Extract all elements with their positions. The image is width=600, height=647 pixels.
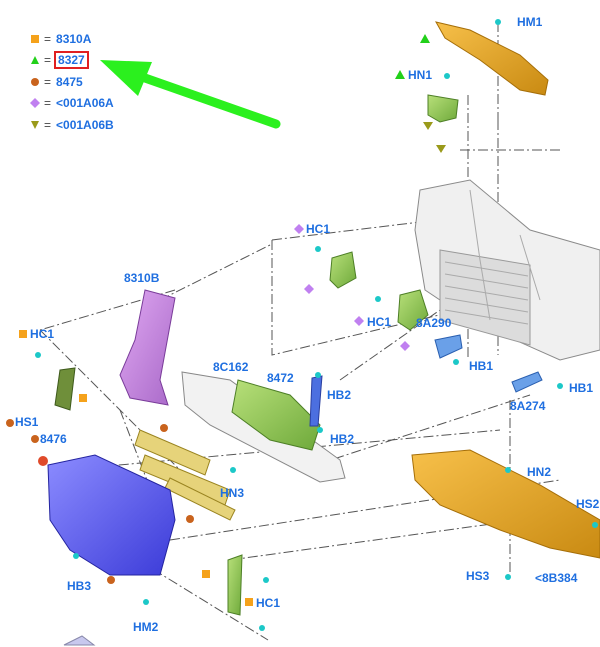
clip-markers <box>35 19 598 631</box>
label-hs2: HS2 <box>576 497 600 511</box>
grille-panels <box>134 429 236 521</box>
label-hn1: HN1 <box>408 68 432 82</box>
label-8472: 8472 <box>267 371 294 385</box>
label-hc1-bot: HC1 <box>256 596 280 610</box>
label-hc1-left: HC1 <box>30 327 54 341</box>
legend-label: 8310A <box>56 31 92 46</box>
upper-deflector <box>435 21 549 96</box>
left-bracket <box>54 367 76 411</box>
highlighted-part-code[interactable]: 8327 <box>54 51 89 70</box>
callout-labels: HM1 HN1 HC1 HC1 8A290 HB1 HB1 8A274 8310… <box>15 15 600 634</box>
left-air-guide <box>329 251 357 289</box>
legend-row-8475: =8475 <box>30 71 114 93</box>
legend-label: <001A06A <box>56 96 114 111</box>
label-8a290: 8A290 <box>416 316 452 330</box>
legend-row-8327: =8327 <box>30 50 114 72</box>
label-hc1-mid: HC1 <box>306 222 330 236</box>
label-8a274: 8A274 <box>510 399 546 413</box>
bracket-8a290 <box>434 334 463 359</box>
brown-circle-icon <box>31 77 39 86</box>
lower-splash-shield <box>411 449 600 559</box>
absorber-8c162 <box>231 379 321 451</box>
legend-row-8310a: =8310A <box>30 28 114 50</box>
bar-8472 <box>309 375 323 427</box>
label-hb3: HB3 <box>67 579 91 593</box>
label-hn2: HN2 <box>527 465 551 479</box>
label-hc1-rad: HC1 <box>367 315 391 329</box>
green-triangle-icon <box>31 56 39 65</box>
pointer-arrow-icon <box>100 60 281 129</box>
legend-label: 8475 <box>56 74 83 89</box>
label-8c162: 8C162 <box>213 360 249 374</box>
lower-air-deflector <box>47 454 176 576</box>
label-hn3: HN3 <box>220 486 244 500</box>
label-hb2-top: HB2 <box>327 388 351 402</box>
upper-bracket <box>427 94 459 123</box>
label-8310b: 8310B <box>124 271 160 285</box>
orange-square-icon <box>31 34 39 43</box>
purple-diamond-icon <box>30 98 40 109</box>
label-hm1: HM1 <box>517 15 543 29</box>
right-air-guide <box>397 289 429 331</box>
legend-row-001a06a: =<001A06A <box>30 93 114 115</box>
label-8476: 8476 <box>40 432 67 446</box>
offscreen-part <box>63 635 96 646</box>
label-hs3: HS3 <box>466 569 490 583</box>
radiator-support <box>414 179 600 361</box>
bracket-8a274 <box>511 371 543 393</box>
symbol-legend: =8310A =8327 =8475 =<001A06A =<001A06B <box>30 28 114 136</box>
label-hb1-right: HB1 <box>569 381 593 395</box>
label-hb2-bot: HB2 <box>330 432 354 446</box>
lower-bracket <box>227 554 243 616</box>
legend-label: <001A06B <box>56 117 114 132</box>
label-hm2: HM2 <box>133 620 159 634</box>
label-hs1: HS1 <box>15 415 39 429</box>
label-8b384: <8B384 <box>535 571 578 585</box>
fastener-markers <box>6 34 446 606</box>
label-hb1-top: HB1 <box>469 359 493 373</box>
legend-row-001a06b: =<001A06B <box>30 114 114 136</box>
support-8310b <box>119 289 176 406</box>
olive-triangle-down-icon <box>31 120 39 129</box>
